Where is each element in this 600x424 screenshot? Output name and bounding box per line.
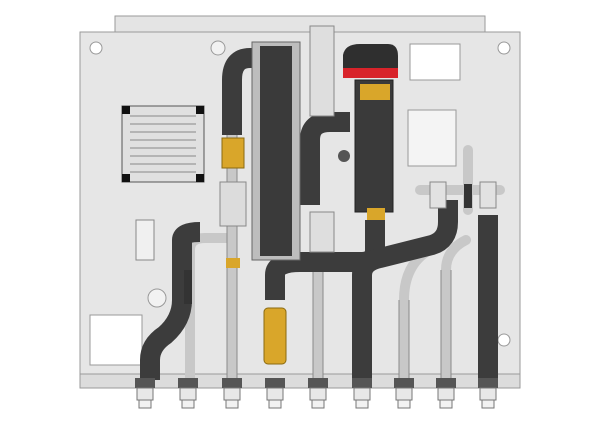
- pipe-connector: [308, 378, 328, 409]
- pipe-connector: [265, 378, 285, 409]
- controller-heatsink: [121, 105, 205, 183]
- bottom-connectors: [135, 378, 498, 409]
- fittings: [184, 25, 497, 365]
- pipe-connector: [352, 378, 372, 409]
- pipe-connector: [436, 378, 456, 409]
- label-plate-left: [89, 314, 143, 366]
- pipe-connector: [222, 378, 242, 409]
- label-plate-right: [407, 109, 457, 167]
- pipe-connector: [394, 378, 414, 409]
- label-plate-top: [409, 43, 461, 81]
- sensor-bracket: [135, 219, 155, 261]
- insulated-pipes: [140, 48, 498, 380]
- plate-heat-exchanger: [251, 41, 301, 261]
- pump-red-cap: [343, 68, 398, 78]
- pipe-connector: [135, 378, 155, 409]
- circulation-pump: [343, 44, 398, 220]
- pipe-connector: [478, 378, 498, 409]
- pipe-connector: [178, 378, 198, 409]
- strainer-valve: [263, 307, 287, 365]
